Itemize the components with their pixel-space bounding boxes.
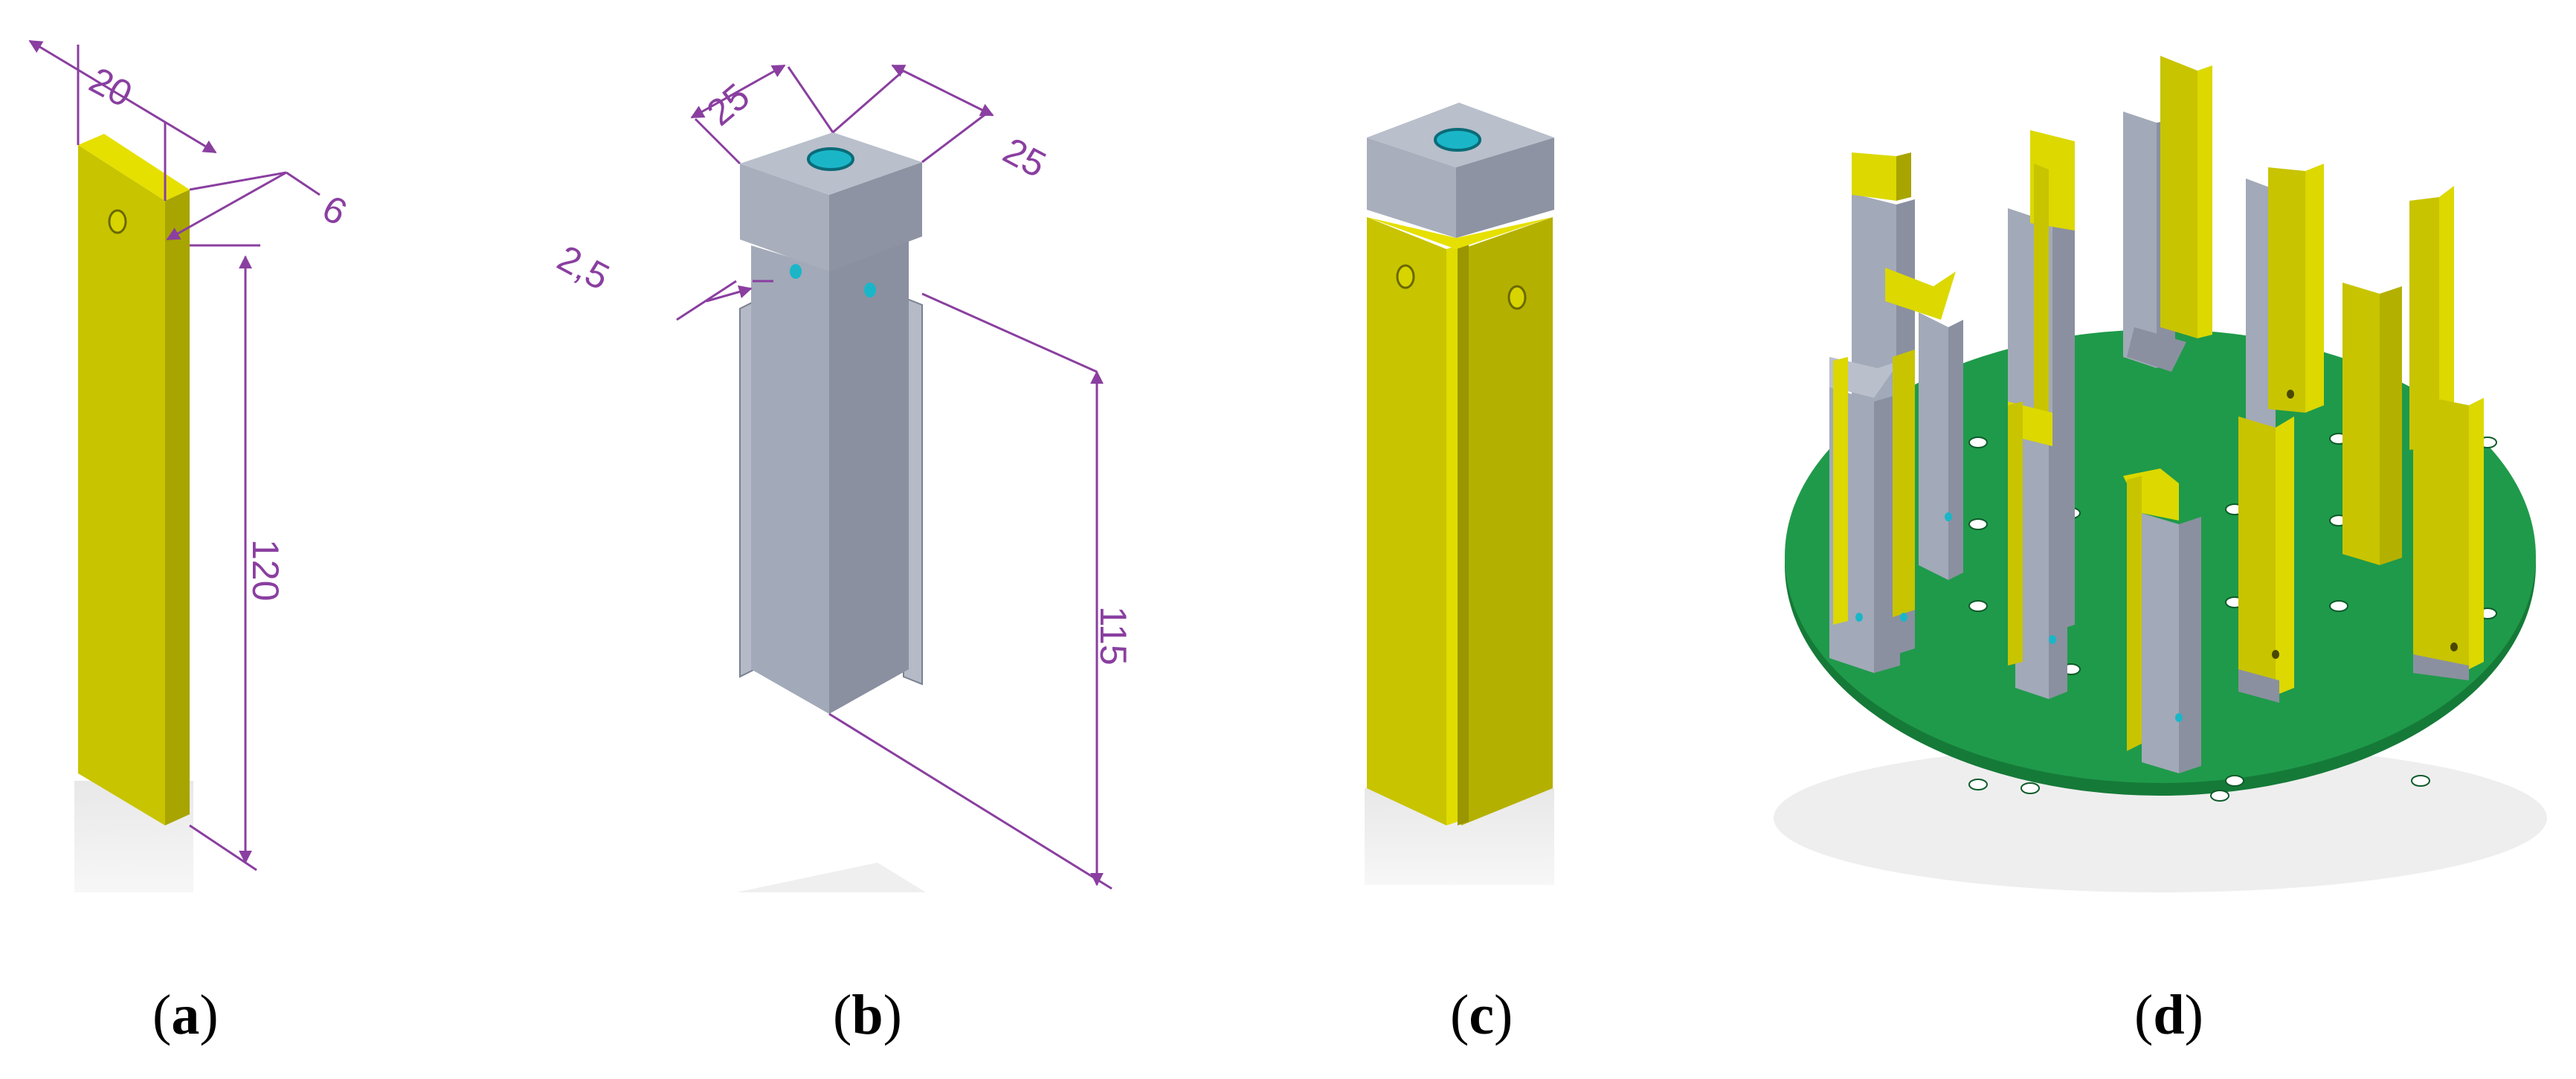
panel-a: 20 6 120 <box>28 39 354 892</box>
panel-b: 25 25 2,5 115 <box>551 64 1134 892</box>
pillar-back-3 <box>2123 56 2212 372</box>
bar-mount-hole <box>108 209 127 234</box>
caption-b-letter: b <box>851 984 883 1046</box>
cap-c-right-face <box>1456 138 1554 238</box>
pillar-front-center-left <box>1885 268 1963 580</box>
dim-thickness-label: 6 <box>316 187 354 233</box>
column-hole-left <box>790 264 802 279</box>
dim-width-label: 20 <box>83 59 138 115</box>
caption-b: (b) <box>833 984 902 1046</box>
column-hole-right <box>864 283 876 297</box>
pillar-front-center <box>2008 402 2067 699</box>
pillar-front-right <box>2238 416 2294 703</box>
plate-left-front <box>1367 217 1446 825</box>
panel-b-floor-shadow <box>736 863 926 892</box>
caption-d-letter: d <box>2153 984 2184 1046</box>
bar-front-face <box>78 145 165 825</box>
board-shadow <box>1774 744 2547 892</box>
plate-right-edge <box>1458 239 1469 825</box>
caption-c: (c) <box>1450 984 1513 1046</box>
column-left-face <box>751 245 829 714</box>
dim-top-right-label: 25 <box>996 129 1052 186</box>
plate-top-strip <box>1367 217 1553 249</box>
panel-b-dimensions <box>676 64 1112 890</box>
cap-threaded-hole <box>807 147 854 171</box>
caption-a: (a) <box>152 984 219 1046</box>
dim-height-label: 120 <box>245 539 286 601</box>
pillar-back-5 <box>2342 186 2454 565</box>
plate-left-hole <box>1396 264 1415 289</box>
pillar-front-far-right <box>2413 394 2484 680</box>
column-right-face <box>829 236 909 714</box>
dim-height-label-b: 115 <box>1092 606 1134 666</box>
panel-d <box>1774 56 2547 892</box>
plate-right-hole <box>1507 285 1527 310</box>
cap-c-left-face <box>1367 138 1456 238</box>
panel-a-dimensions <box>28 39 321 872</box>
cap-right-face <box>829 162 922 271</box>
caption-a-letter: a <box>171 984 199 1046</box>
plate-right-front <box>1461 217 1553 825</box>
pillar-front-left <box>1829 350 1915 673</box>
panel-c <box>1365 103 1554 885</box>
dim-top-left-label: 25 <box>699 75 758 134</box>
bar-side-face <box>165 190 190 825</box>
caption-c-letter: c <box>1469 984 1494 1046</box>
cap-c-threaded-hole <box>1434 128 1481 152</box>
caption-d: (d) <box>2134 984 2203 1046</box>
pillar-front-bottom <box>2123 468 2201 773</box>
cap-left-face <box>740 164 829 271</box>
plate-left-edge <box>1446 245 1458 825</box>
dim-gap-label: 2,5 <box>551 237 616 298</box>
